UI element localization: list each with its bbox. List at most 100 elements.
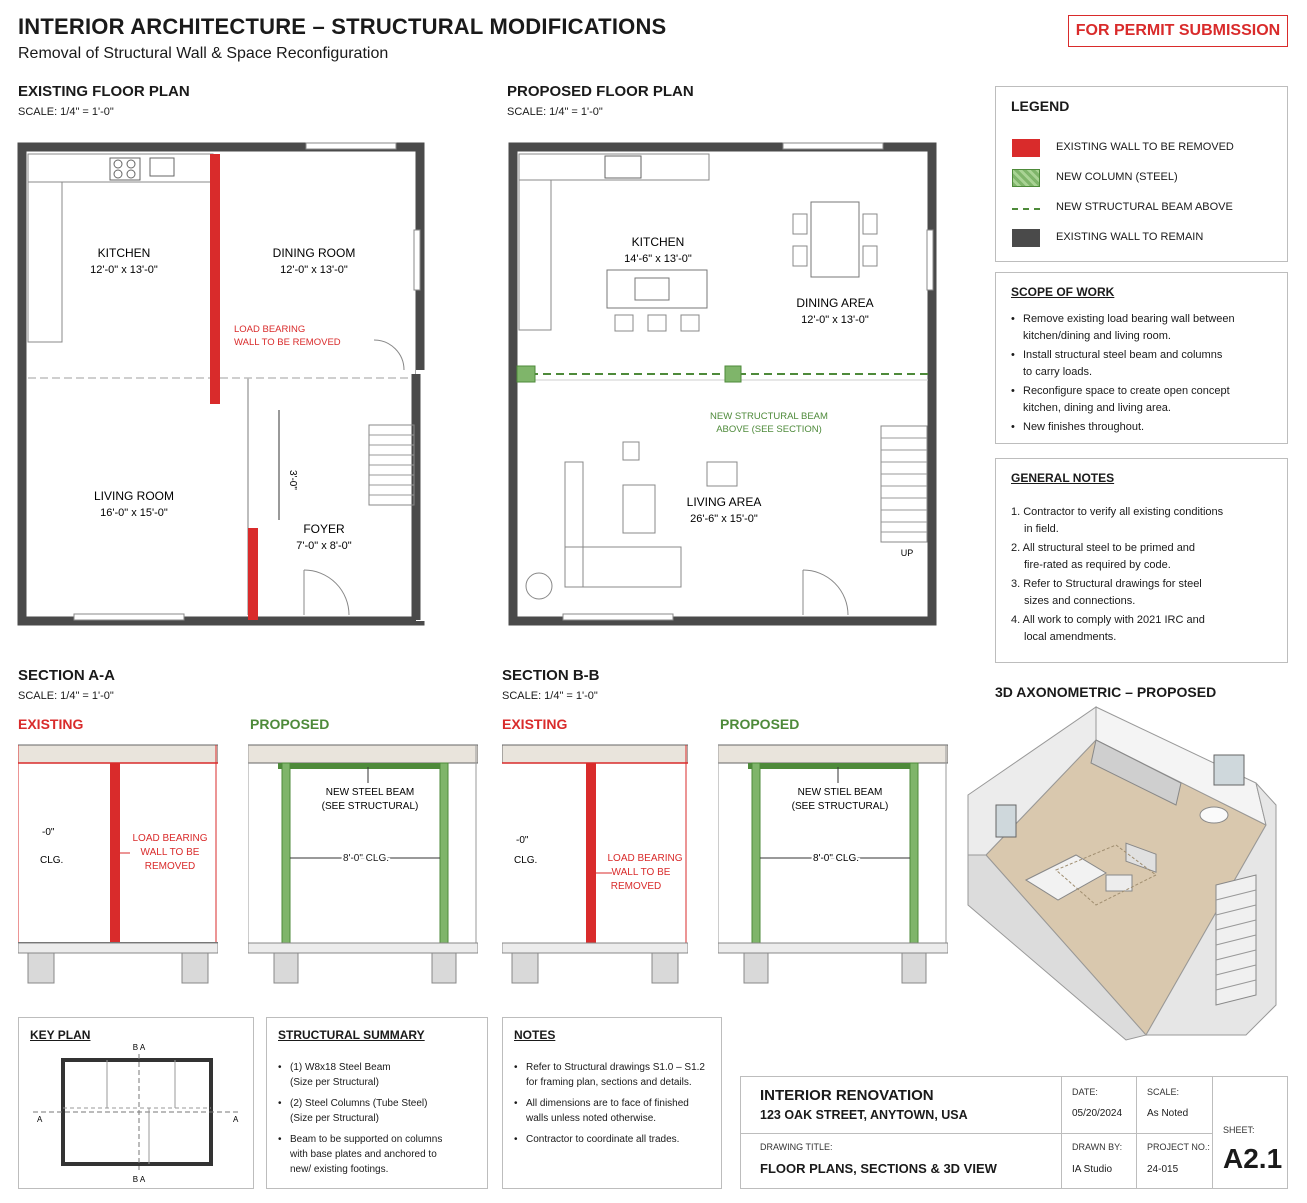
wall-note-line1: LOAD BEARING [132,833,207,844]
dimension-label: 3'-0" [287,470,298,490]
stair-icon [880,425,928,543]
legend-label: EXISTING WALL TO REMAIN [1056,231,1204,243]
stove-icon [109,157,141,181]
kitchen-label: KITCHEN [632,235,685,249]
sink-icon [149,157,175,177]
wall-to-remove-lower [248,528,258,620]
window [995,804,1017,838]
project-address: 123 OAK STREET, ANYTOWN, USA [760,1108,968,1122]
window [562,613,674,621]
page-title: INTERIOR ARCHITECTURE – STRUCTURAL MODIF… [18,14,667,39]
notes-item: All dimensions are to face of finishedwa… [514,1096,719,1126]
dining-label: DINING AREA [796,296,873,310]
title-block-cell: SHEET: A2.1 [1212,1077,1287,1188]
beam-note-line1: NEW STRUCTURAL BEAM [710,411,828,422]
title-block-cell: DATE: 05/20/2024 DRAWN BY: IA Studio [1061,1077,1137,1188]
general-notes-box: GENERAL NOTES 1. Contractor to verify al… [995,458,1288,663]
axo-title: 3D AXONOMETRIC – PROPOSED [995,684,1217,700]
project-no-label: PROJECT NO.: [1147,1142,1210,1152]
wall-note-line2: WALL TO BE [612,867,671,878]
new-column [516,365,536,383]
new-steel-beam [278,763,448,769]
existing-plan-title: EXISTING FLOOR PLAN [18,83,190,100]
living-label: LIVING ROOM [94,489,174,503]
scope-item: Reconfigure space to create open concept… [1011,383,1281,417]
exterior-wall [508,142,937,626]
living-dim: 16'-0" x 15'-0" [100,507,168,519]
axonometric-view [967,706,1277,1041]
scope-item: Remove existing load bearing wall betwee… [1011,311,1281,345]
scope-item: New finishes throughout. [1011,419,1281,436]
wall-note-line1: LOAD BEARING [607,853,682,864]
kitchen-label: KITCHEN [98,246,151,260]
dining-dim: 12'-0" x 13'-0" [280,264,348,276]
key-plan-tag-bottom: B A [133,1175,146,1184]
title-block-cell: SCALE: As Noted PROJECT NO.: 24-015 [1136,1077,1213,1188]
section-a-existing-label: EXISTING [18,716,84,732]
legend-title: LEGEND [1011,98,1070,114]
drawing-title: FLOOR PLANS, SECTIONS & 3D VIEW [760,1161,997,1176]
clg-left-label: -0" [516,835,529,846]
beam-note-line2: (SEE STRUCTURAL) [322,801,419,812]
kitchen-dim: 14'-6" x 13'-0" [624,253,692,265]
permit-badge: FOR PERMIT SUBMISSION [1068,15,1288,47]
general-note-item: 1. Contractor to verify all existing con… [1011,506,1224,535]
date-value: 05/20/2024 [1072,1108,1123,1119]
section-b-title: SECTION B-B [502,667,600,684]
living-dim: 26'-6" x 15'-0" [690,513,758,525]
general-note-item: 2. All structural steel to be primed and… [1011,542,1196,571]
key-plan-tag-left: A [37,1115,43,1124]
section-a-proposed: NEW STEEL BEAM (SEE STRUCTURAL) 8'-0" CL… [248,744,478,984]
page-subtitle: Removal of Structural Wall & Space Recon… [18,45,389,62]
clg-left-label2: CLG. [40,855,63,866]
key-plan-title: KEY PLAN [30,1028,91,1042]
permit-badge-label: FOR PERMIT SUBMISSION [1075,22,1281,39]
dining-label: DINING ROOM [273,246,356,260]
armchair [706,461,738,487]
wall-note-line3: REMOVED [145,861,196,872]
clg-left-label: -0" [42,827,55,838]
window [926,229,934,291]
sheet-number: A2.1 [1223,1143,1283,1174]
sofa [1024,854,1107,901]
plant-icon [525,572,553,600]
window [73,613,185,621]
proposed-plan-scale: SCALE: 1/4" = 1'-0" [507,106,603,118]
stair-icon [368,424,415,506]
title-block: INTERIOR RENOVATION 123 OAK STREET, ANYT… [740,1076,1288,1189]
exterior-wall [17,142,425,626]
section-a-title: SECTION A-A [18,667,115,684]
key-plan-tag-right: A [233,1115,239,1124]
foyer-dim: 7'-0" x 8'-0" [296,540,352,552]
sofa [564,461,584,588]
legend-label: NEW COLUMN (STEEL) [1056,171,1178,183]
general-notes-list: 1. Contractor to verify all existing con… [1011,504,1281,646]
beam-note-line2: ABOVE (SEE SECTION) [716,424,822,435]
stair-icon [1215,874,1257,1006]
notes-title: NOTES [514,1028,556,1042]
door-swing [303,569,350,616]
key-plan-diagram: B A B A A A [33,1043,241,1184]
kitchen-dim: 12'-0" x 13'-0" [90,264,158,276]
beam-note-line2: (SEE STRUCTURAL) [792,801,889,812]
new-column [281,762,291,944]
wall-to-remove [586,763,596,943]
legend-swatch-remove [1012,139,1040,157]
key-plan-tag-top: B A [133,1043,146,1052]
clg-label: 8'-0" CLG. [813,853,859,864]
existing-plan-scale: SCALE: 1/4" = 1'-0" [18,106,114,118]
scope-list: Remove existing load bearing wall betwee… [1011,311,1281,436]
drawing-title-label: DRAWING TITLE: [760,1142,833,1152]
coffee-table [1105,874,1133,892]
wall-note-line1: LOAD BEARING [234,324,305,335]
key-plan-box: KEY PLAN B A B A A A [18,1017,254,1189]
existing-floor-plan: KITCHEN 12'-0" x 13'-0" DINING ROOM 12'-… [17,142,430,626]
general-note-item: 3. Refer to Structural drawings for stee… [1011,578,1202,607]
legend-label: NEW STRUCTURAL BEAM ABOVE [1056,201,1233,213]
notes-box: NOTES Refer to Structural drawings S1.0 … [502,1017,722,1189]
scale-value: As Noted [1147,1108,1189,1119]
clg-left-label2: CLG. [514,855,537,866]
notes-item: Refer to Structural drawings S1.0 – S1.2… [514,1060,719,1090]
